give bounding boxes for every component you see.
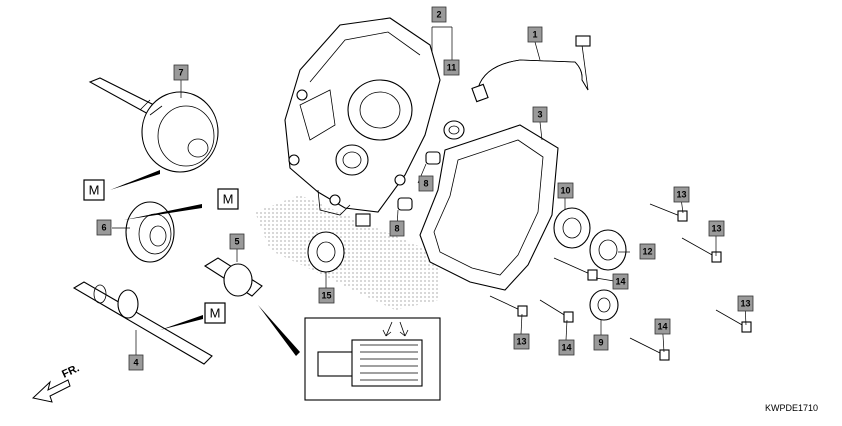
bearing-10 (553, 207, 591, 249)
callout-14-a: 14 (558, 339, 575, 356)
bearing-15 (307, 231, 345, 273)
svg-text:8: 8 (394, 224, 399, 234)
svg-text:3: 3 (537, 110, 542, 120)
svg-text:14: 14 (657, 322, 667, 332)
inset-detail (258, 305, 441, 401)
callout-6: 6 (96, 219, 112, 236)
callout-10: 10 (557, 182, 574, 199)
callout-11: 11 (443, 59, 460, 76)
dowel-pins (397, 151, 441, 211)
callout-4: 4 (128, 354, 144, 371)
svg-text:M: M (89, 183, 100, 198)
svg-text:4: 4 (133, 358, 138, 368)
svg-text:7: 7 (178, 68, 183, 78)
svg-text:11: 11 (447, 63, 457, 73)
svg-text:13: 13 (711, 224, 721, 234)
callout-7: 7 (173, 64, 189, 81)
svg-text:10: 10 (560, 186, 570, 196)
final-shaft (72, 281, 213, 365)
callout-13-b: 13 (708, 220, 725, 237)
callout-2: 2 (431, 6, 447, 23)
figure-code: KWPDE1710 (764, 403, 818, 413)
callout-1: 1 (527, 26, 543, 43)
mark-m-gear: M (217, 188, 239, 210)
svg-text:13: 13 (516, 337, 526, 347)
bearing-9 (589, 289, 619, 321)
svg-text:14: 14 (615, 277, 625, 287)
gear-6 (125, 201, 175, 263)
svg-text:13: 13 (740, 299, 750, 309)
svg-text:6: 6 (101, 223, 106, 233)
breather-pipe (471, 35, 591, 103)
callout-12: 12 (639, 243, 656, 260)
svg-text:12: 12 (642, 247, 652, 257)
callout-14-b: 14 (612, 273, 629, 290)
svg-text:1: 1 (532, 30, 537, 40)
direction-label: FR. (60, 362, 81, 380)
svg-text:15: 15 (321, 291, 331, 301)
svg-text:8: 8 (423, 179, 428, 189)
mark-m-final-shaft: M (204, 302, 226, 324)
callout-14-c: 14 (654, 318, 671, 335)
callout-3: 3 (532, 106, 548, 123)
oil-seal (443, 120, 465, 140)
bearing-12 (589, 229, 627, 271)
svg-text:9: 9 (598, 338, 603, 348)
svg-text:M: M (223, 192, 234, 207)
callout-13-c: 13 (737, 295, 754, 312)
callout-8-lower: 8 (389, 220, 405, 237)
callout-5: 5 (229, 233, 245, 250)
mark-m-countershaft: M (83, 179, 105, 201)
svg-text:2: 2 (436, 10, 441, 20)
svg-text:5: 5 (234, 237, 239, 247)
countershaft (88, 77, 219, 173)
svg-text:M: M (210, 306, 221, 321)
callout-8-upper: 8 (418, 175, 434, 192)
gasket (419, 124, 559, 291)
svg-text:14: 14 (561, 343, 571, 353)
callout-15: 15 (318, 287, 335, 304)
front-direction-arrow: FR. (31, 362, 81, 403)
drive-gear (203, 257, 263, 297)
callout-13-d: 13 (513, 333, 530, 350)
transmission-case (284, 17, 441, 227)
callout-13-a: 13 (673, 186, 690, 203)
shadow-area (255, 195, 440, 310)
callout-9: 9 (593, 334, 609, 351)
svg-text:13: 13 (676, 190, 686, 200)
